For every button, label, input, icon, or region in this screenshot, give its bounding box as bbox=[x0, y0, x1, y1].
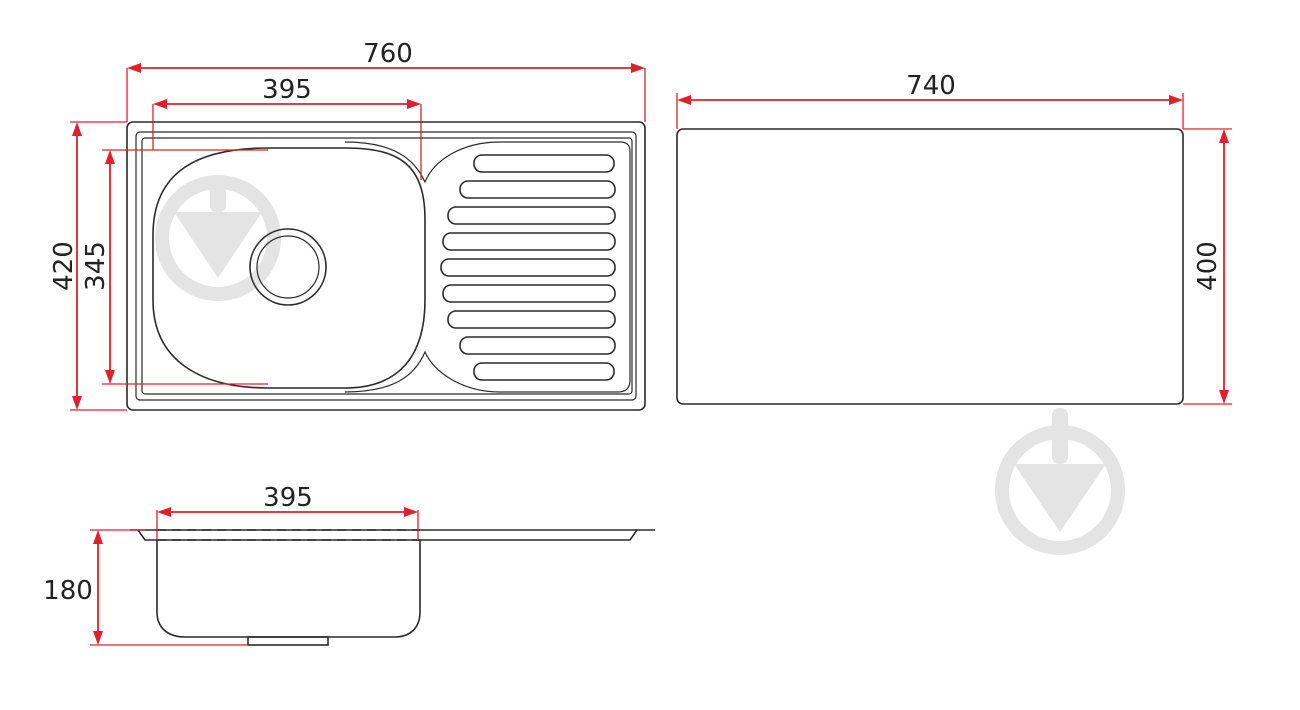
dimension-bowl-height: 180 bbox=[43, 529, 248, 646]
watermark-logo-icon bbox=[155, 175, 281, 301]
dimension-overall-width: 760 bbox=[126, 39, 646, 122]
dimension-section-bowl-width: 395 bbox=[156, 483, 419, 540]
cutout-outline bbox=[676, 128, 1184, 405]
dimension-label: 395 bbox=[263, 483, 313, 513]
dimension-label: 740 bbox=[906, 71, 956, 101]
dimension-label: 345 bbox=[81, 241, 111, 291]
dimension-cutout-depth: 400 bbox=[1183, 128, 1232, 405]
drain-inner bbox=[256, 235, 320, 299]
sink-top-view bbox=[126, 121, 646, 411]
dimension-label: 180 bbox=[43, 576, 93, 606]
dimension-label: 760 bbox=[363, 39, 413, 69]
dimension-label: 420 bbox=[49, 241, 79, 291]
dimension-bowl-depth: 345 bbox=[81, 149, 268, 385]
draining-board bbox=[440, 154, 616, 381]
dimension-label: 395 bbox=[262, 75, 312, 105]
sink-section-view bbox=[130, 529, 655, 646]
dimension-overall-depth: 420 bbox=[49, 121, 127, 411]
dimension-label: 400 bbox=[1193, 241, 1223, 291]
dimension-cutout-width: 740 bbox=[676, 71, 1184, 129]
dimension-bowl-width: 395 bbox=[152, 75, 422, 180]
bowl-outline bbox=[152, 147, 426, 389]
watermark-logo-icon bbox=[995, 408, 1125, 555]
drain-outer bbox=[249, 228, 327, 306]
